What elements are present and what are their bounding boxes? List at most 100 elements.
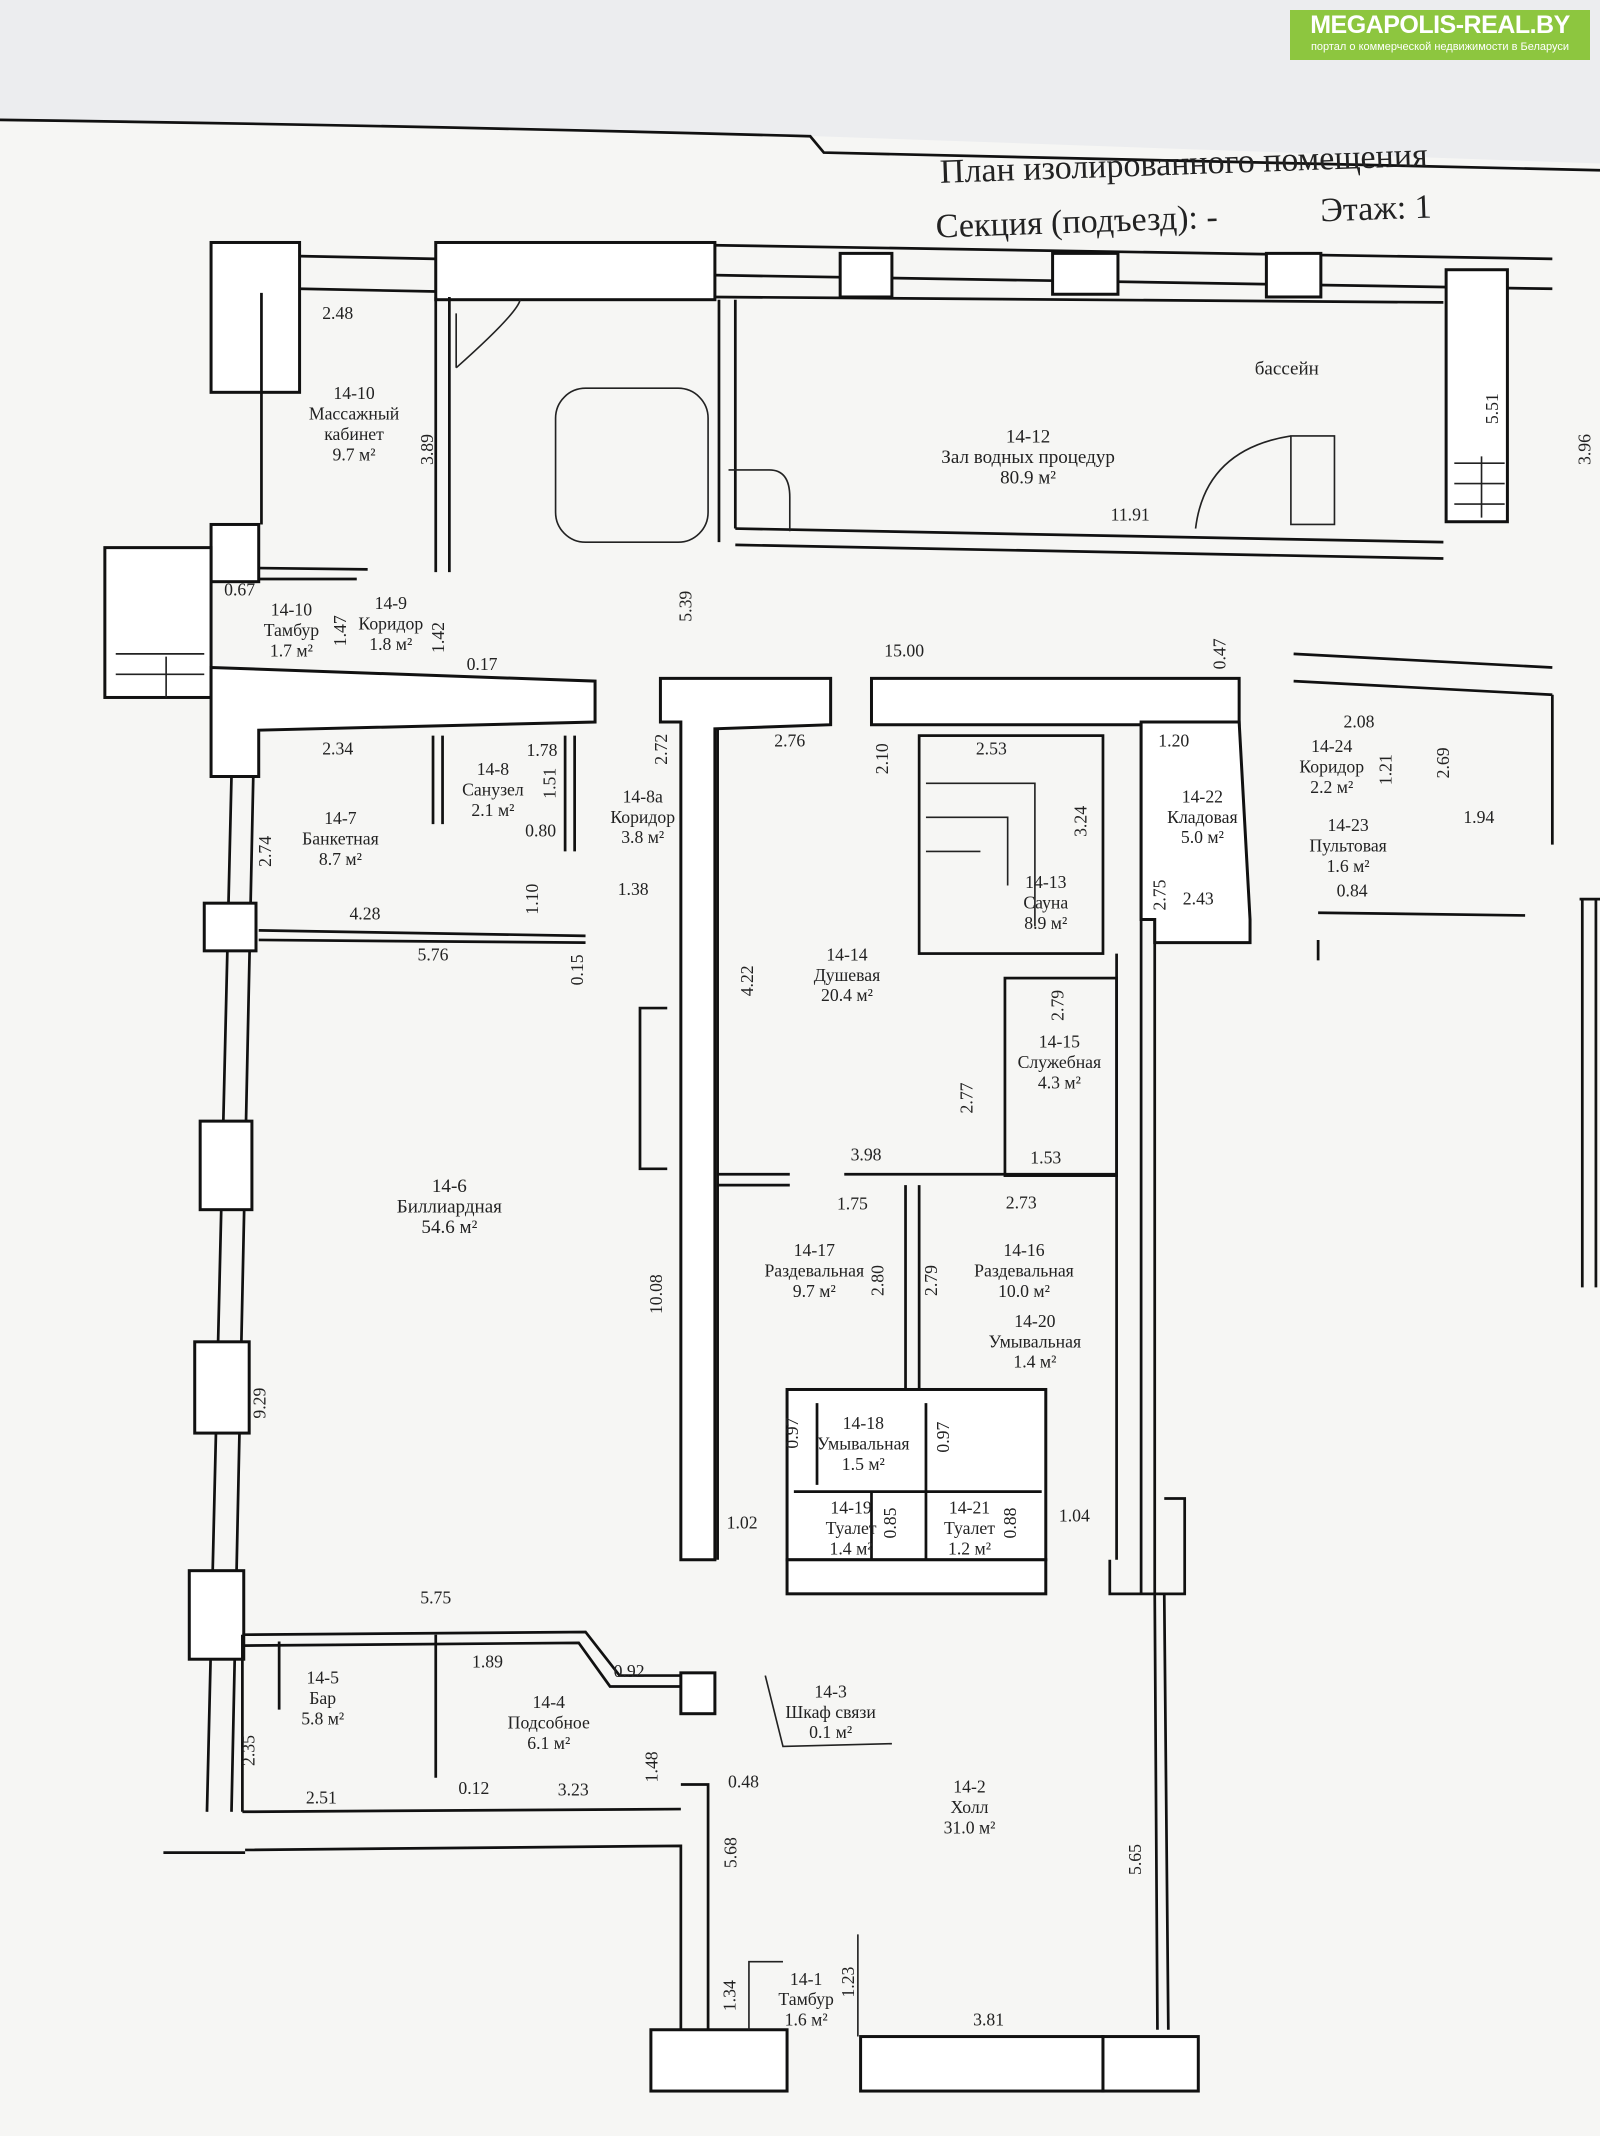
room-area: 5.0 м² — [1181, 827, 1224, 847]
dimension-label: 1.78 — [526, 740, 557, 760]
room-name: Умывальная — [989, 1331, 1081, 1351]
dimension-label: 2.34 — [322, 739, 353, 759]
room-name: Массажный — [309, 404, 400, 424]
dimension-label: 9.29 — [250, 1387, 270, 1418]
room-name: Бар — [309, 1688, 336, 1708]
walls — [103, 240, 1600, 2093]
dimension-label: 4.28 — [349, 904, 380, 924]
dimension-label: 2.48 — [322, 303, 353, 323]
dimension-label: 2.77 — [956, 1082, 976, 1113]
room-name: Тамбур — [264, 620, 320, 640]
room-name: Банкетная — [302, 829, 379, 849]
dimension-label: 3.89 — [417, 434, 437, 465]
dimension-label: 1.94 — [1463, 807, 1494, 827]
room-area: 9.7 м² — [333, 444, 376, 464]
room-name: Коридор — [358, 613, 423, 633]
room-number: 14-7 — [324, 808, 357, 828]
room-number: 14-8 — [477, 759, 510, 779]
dimension-label: 0.97 — [933, 1422, 953, 1453]
room-number: 14-17 — [794, 1240, 835, 1260]
room-area: 1.7 м² — [270, 641, 313, 661]
room-number: 14-24 — [1311, 736, 1352, 756]
dimension-label: 1.53 — [1030, 1147, 1061, 1167]
room-name: Служебная — [1018, 1052, 1102, 1072]
room-number: 14-10 — [333, 383, 374, 403]
room-number: 14-8а — [623, 786, 663, 806]
dimension-label: 5.51 — [1482, 393, 1502, 424]
room-area: 5.8 м² — [301, 1709, 344, 1729]
dimension-label: 1.02 — [727, 1512, 758, 1532]
room-area: 1.5 м² — [842, 1454, 885, 1474]
room-number: 14-21 — [949, 1497, 990, 1517]
dimension-label: 2.51 — [306, 1788, 337, 1808]
room-area: 1.8 м² — [369, 634, 412, 654]
room-name: Коридор — [1299, 756, 1364, 776]
room-area: 1.4 м² — [1013, 1352, 1056, 1372]
dimension-label: 1.48 — [642, 1751, 662, 1782]
room-area: 8.9 м² — [1024, 913, 1067, 933]
dimension-label: 1.75 — [837, 1194, 868, 1214]
dimension-label: 10.08 — [646, 1274, 666, 1314]
room-area: 6.1 м² — [527, 1733, 570, 1753]
dimension-label: 0.85 — [880, 1507, 900, 1538]
dimension-label: 2.10 — [872, 743, 892, 774]
dimension-label: 0.80 — [525, 820, 556, 840]
dimension-label: 0.84 — [1337, 880, 1368, 900]
dimension-label: 5.68 — [721, 1837, 741, 1868]
dimension-label: 1.47 — [330, 615, 350, 646]
room-area: 1.4 м² — [830, 1538, 873, 1558]
room-area: 54.6 м² — [421, 1217, 477, 1238]
dimension-label: 1.89 — [472, 1651, 503, 1671]
dimension-label: 2.79 — [1047, 990, 1067, 1021]
dimension-label: 2.76 — [774, 731, 805, 751]
room-name: Сауна — [1023, 893, 1068, 913]
room-name: Умывальная — [817, 1433, 909, 1453]
room-area: 31.0 м² — [944, 1818, 996, 1838]
room-number: 14-15 — [1039, 1032, 1080, 1052]
room-name: Раздевальная — [764, 1260, 864, 1280]
dimension-label: 0.47 — [1210, 638, 1230, 669]
dimension-label: 1.21 — [1376, 754, 1396, 785]
dimension-label: 3.24 — [1071, 806, 1091, 837]
dimension-label: 2.75 — [1150, 879, 1170, 910]
room-name: Кладовая — [1167, 807, 1237, 827]
dimension-label: 3.23 — [558, 1779, 589, 1799]
dimension-label: 1.04 — [1059, 1506, 1090, 1526]
dimension-label: 2.69 — [1433, 747, 1453, 778]
dimension-label: 0.48 — [728, 1771, 759, 1791]
room-name: Коридор — [610, 807, 675, 827]
dimension-label: 0.92 — [614, 1661, 645, 1681]
room-number: 14-9 — [375, 593, 408, 613]
room-name: Зал водных процедур — [941, 447, 1115, 468]
dimension-label: 2.53 — [976, 739, 1007, 759]
room-area: 1.6 м² — [1327, 856, 1370, 876]
room-name: Подсобное — [508, 1713, 590, 1733]
watermark-tagline: портал о коммерческой недвижимости в Бел… — [1310, 41, 1570, 53]
paper-sheet — [0, 119, 1600, 2136]
room-number: 14-5 — [307, 1668, 340, 1688]
room-name: Санузел — [462, 780, 524, 800]
room-number: 14-6 — [432, 1176, 467, 1197]
room-number: 14-14 — [826, 944, 867, 964]
dimension-label: 1.10 — [522, 883, 542, 914]
room-area: 20.4 м² — [821, 985, 873, 1005]
dimension-label: 1.20 — [1158, 731, 1189, 751]
room-name: Пультовая — [1309, 835, 1387, 855]
room-area: 1.6 м² — [785, 2010, 828, 2030]
dimension-label: 3.96 — [1574, 434, 1594, 465]
room-area: 9.7 м² — [793, 1281, 836, 1301]
room-name: Шкаф связи — [785, 1702, 876, 1722]
room-area: 2.2 м² — [1310, 777, 1353, 797]
room-number: 14-10 — [271, 600, 312, 620]
room-area: 80.9 м² — [1000, 468, 1056, 489]
dimension-label: 3.81 — [973, 2010, 1004, 2030]
dimension-label: 0.12 — [458, 1778, 489, 1798]
dimension-label: 5.39 — [676, 591, 696, 622]
dimension-label: 2.72 — [651, 734, 671, 765]
room-area: 8.7 м² — [319, 849, 362, 869]
room-name: Раздевальная — [974, 1260, 1074, 1280]
plan-floor: Этаж: 1 — [1320, 189, 1433, 230]
dimension-label: 0.88 — [1000, 1507, 1020, 1538]
